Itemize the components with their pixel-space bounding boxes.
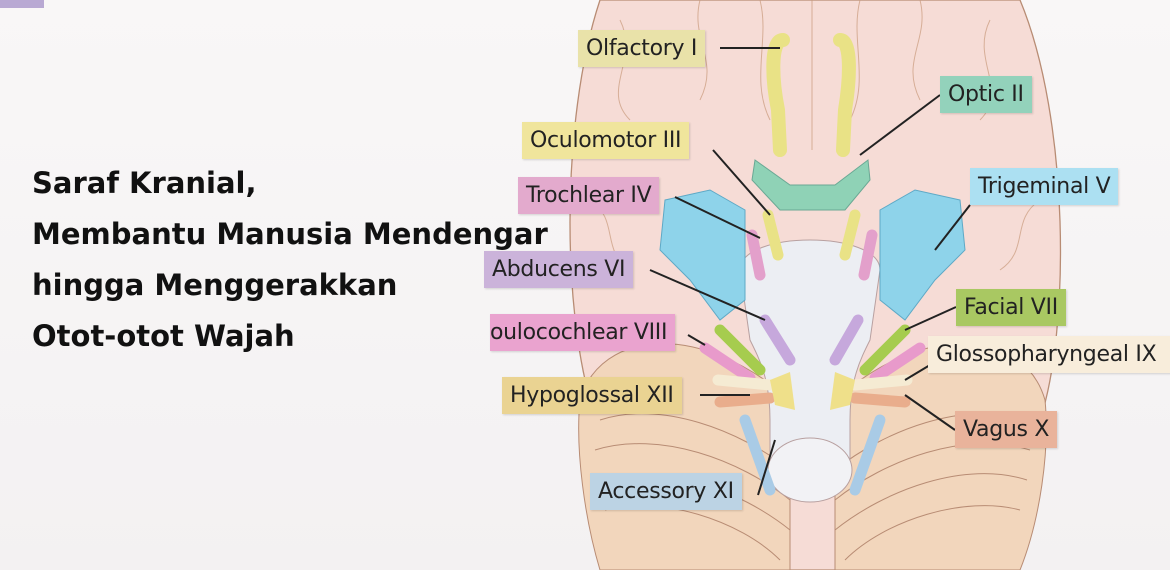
label-olfactory: Olfactory I bbox=[578, 30, 706, 67]
label-oculomotor: Oculomotor III bbox=[522, 122, 690, 159]
label-optic: Optic II bbox=[940, 76, 1032, 113]
spinal-cord-section bbox=[767, 437, 853, 503]
label-vagus: Vagus X bbox=[955, 411, 1058, 448]
headline-line-3: hingga Menggerakkan bbox=[32, 268, 398, 302]
label-trochlear: Trochlear IV bbox=[518, 177, 660, 214]
optic-chiasm bbox=[751, 159, 871, 211]
leader-lines bbox=[649, 47, 971, 496]
corner-accent bbox=[0, 0, 44, 8]
label-hypoglossal: Hypoglossal XII bbox=[502, 377, 682, 414]
headline-line-4: Otot-otot Wajah bbox=[32, 319, 295, 353]
label-facial: Facial VII bbox=[956, 289, 1066, 326]
olfactory-nerve-left bbox=[766, 33, 790, 157]
headline-line-1: Saraf Kranial, bbox=[32, 166, 257, 200]
label-trigeminal: Trigeminal V bbox=[970, 168, 1119, 205]
label-accessory: Accessory XI bbox=[590, 473, 742, 510]
headline: Saraf Kranial, Membantu Manusia Mendenga… bbox=[32, 158, 548, 362]
label-glossopharyngeal: Glossopharyngeal IX bbox=[928, 336, 1170, 373]
trigeminal-nerve-left bbox=[659, 189, 746, 321]
label-abducens: Abducens VI bbox=[484, 251, 634, 288]
label-vestibulocochlear: oulocochlear VIII bbox=[490, 314, 676, 351]
olfactory-nerve-right bbox=[833, 33, 856, 157]
headline-line-2: Membantu Manusia Mendengar bbox=[32, 217, 548, 251]
trigeminal-nerve-right bbox=[879, 189, 966, 321]
